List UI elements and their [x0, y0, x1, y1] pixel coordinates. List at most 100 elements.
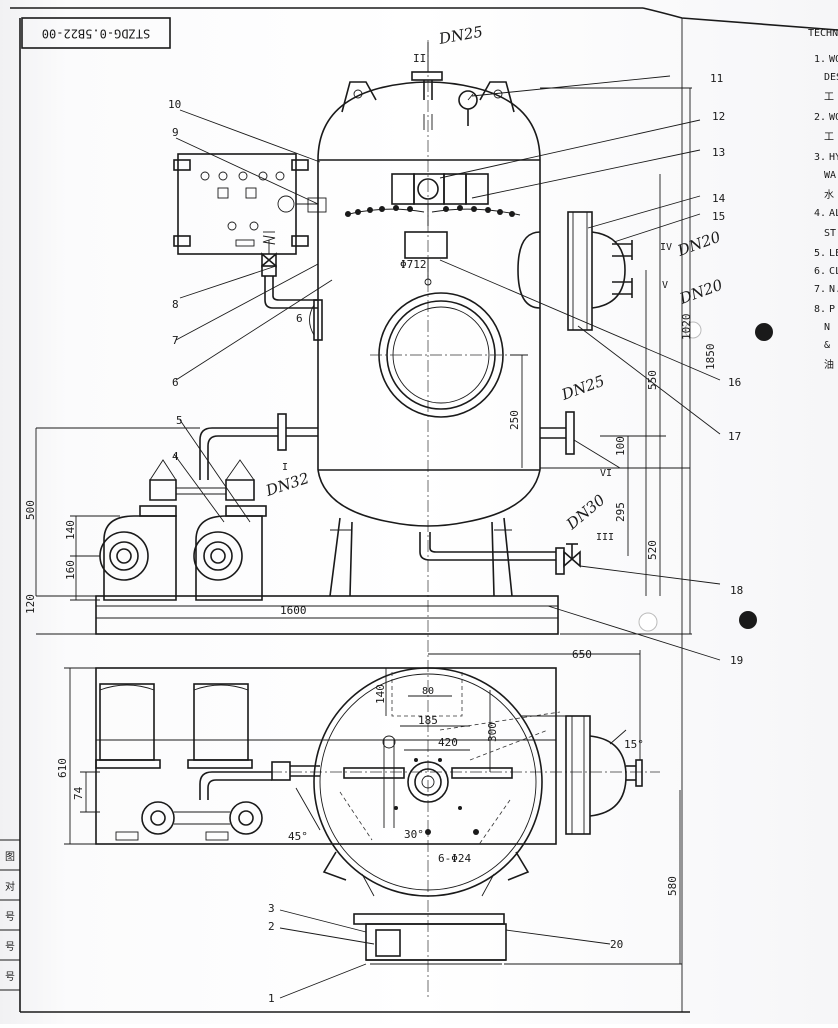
- plan-view: 650 610 74 140 80 185 300 420 6-Φ24 45° …: [56, 640, 682, 1005]
- part-number-20: 20: [610, 938, 623, 951]
- plan-legs: [322, 851, 530, 897]
- tech-text: CL: [829, 266, 838, 277]
- tech-text: HY: [829, 152, 838, 163]
- svg-text:7.N.: 7.N.: [814, 284, 838, 295]
- dim-pump-160: 160: [64, 560, 77, 580]
- tech-num: 1.: [814, 54, 826, 65]
- view-label-6: 6: [296, 312, 303, 325]
- tech-num: 8.: [814, 304, 826, 315]
- tech-text: 工: [824, 132, 834, 143]
- cable-beads: [345, 205, 515, 217]
- tech-text: WA: [824, 170, 836, 181]
- left-sight-flange: [309, 299, 323, 341]
- dim-plan-185: 185: [418, 714, 438, 727]
- part-number-2: 2: [268, 920, 275, 933]
- dim-shell-diameter: Φ712: [400, 258, 427, 271]
- dim-550: 550: [646, 370, 659, 390]
- side-label-column: 图 对 号 号 号: [5, 851, 15, 983]
- plan-motors: [95, 683, 253, 769]
- manhole: [370, 292, 512, 418]
- bottom-outlet-iii: [419, 532, 581, 575]
- handwritten-dn25-top: DN25: [437, 23, 485, 49]
- tech-text: N.: [829, 284, 838, 295]
- dim-plan-300: 300: [486, 722, 499, 742]
- part-number-16: 16: [728, 376, 741, 389]
- pressure-gauge: [458, 90, 478, 126]
- part-number-1: 1: [268, 992, 275, 1005]
- tech-text: 油: [824, 358, 834, 371]
- svg-text:2.WOR: 2.WOR: [814, 112, 838, 123]
- part-number-4: 4: [172, 450, 179, 463]
- nozzle-label-v: V: [662, 280, 668, 291]
- tech-text: DES: [824, 72, 838, 83]
- part-number-3: 3: [268, 902, 275, 915]
- dim-plan-610: 610: [56, 758, 69, 778]
- tech-text: N: [824, 322, 830, 333]
- part-number-9: 9: [172, 126, 179, 139]
- part-number-10: 10: [168, 98, 181, 111]
- svg-text:4.AL: 4.AL: [814, 208, 838, 219]
- tech-text: LE: [829, 248, 838, 259]
- level-instrument: [344, 173, 521, 286]
- dim-angle-45: 45°: [288, 830, 308, 843]
- tech-text: 工: [824, 92, 834, 103]
- control-box: [173, 153, 327, 255]
- dim-1020: 1020: [680, 314, 693, 341]
- tech-num: 6.: [814, 266, 826, 277]
- part-number-15: 15: [712, 210, 725, 223]
- tech-text: WOR: [829, 112, 838, 123]
- plan-vessel: [313, 667, 561, 897]
- pump-right: [193, 459, 267, 601]
- dim-base-length: 1600: [280, 604, 307, 617]
- dim-plan-80: 80: [422, 686, 434, 697]
- tech-text: &: [824, 340, 830, 351]
- side-label: 号: [5, 971, 15, 983]
- plan-right-cap: [520, 715, 643, 835]
- tech-num: 2.: [814, 112, 826, 123]
- svg-text:6.CL: 6.CL: [814, 266, 838, 277]
- dim-295: 295: [614, 502, 627, 522]
- part-number-6: 6: [172, 376, 179, 389]
- part-number-12: 12: [712, 110, 725, 123]
- nozzle-label-iii: III: [596, 532, 614, 543]
- part-number-19: 19: [730, 654, 743, 667]
- svg-text:8.P: 8.P: [814, 304, 835, 315]
- tech-num: 5.: [814, 248, 826, 259]
- part-number-5: 5: [176, 414, 183, 427]
- nozzle-label-iv: IV: [660, 242, 672, 253]
- dim-angle-15: 15°: [624, 738, 644, 751]
- side-label: 号: [5, 911, 15, 923]
- dim-plan-74: 74: [72, 786, 85, 800]
- part-number-14: 14: [712, 192, 726, 205]
- part-number-7: 7: [172, 334, 179, 347]
- nozzle-vi: [540, 411, 621, 469]
- side-label: 对: [5, 880, 15, 893]
- tech-heading: TECHN: [808, 28, 838, 39]
- plan-pumps: [115, 761, 320, 841]
- handwritten-dn30-iii: DN30: [562, 491, 609, 534]
- plan-frame: [95, 667, 557, 845]
- tech-text: ST: [824, 228, 836, 239]
- safety-valve: [261, 231, 318, 309]
- support-legs: [329, 517, 513, 597]
- handwritten-dn32-i: DN32: [263, 469, 312, 500]
- dim-plan-650: 650: [572, 648, 592, 661]
- part-numbers-elevation: 10 9 11 12 13 14 15 8 7 6 5 4 16 17 18 1…: [168, 72, 743, 667]
- side-label: 图: [5, 851, 15, 863]
- side-label: 号: [5, 941, 15, 953]
- tech-num: 4.: [814, 208, 826, 219]
- dim-plan-140: 140: [374, 684, 387, 704]
- dim-100: 100: [614, 436, 627, 456]
- technical-requirements: TECHN 1.WOR DES 工 2.WOR 工 3.HY WA 水 4.AL…: [808, 28, 838, 371]
- base-frame: [95, 595, 559, 635]
- drawing-number: STZDG-0.5B22-00: [42, 27, 150, 41]
- plan-leaders: [279, 909, 611, 999]
- handwritten-dn20-v: DN20: [676, 276, 725, 309]
- plan-outlet: [353, 913, 507, 965]
- elevation-view: II DN25: [24, 23, 743, 667]
- nozzle-label-vi: VI: [600, 468, 612, 479]
- elevation-dimensions: [35, 87, 692, 635]
- tech-text: 水: [824, 189, 834, 201]
- svg-text:1.WOR: 1.WOR: [814, 54, 838, 65]
